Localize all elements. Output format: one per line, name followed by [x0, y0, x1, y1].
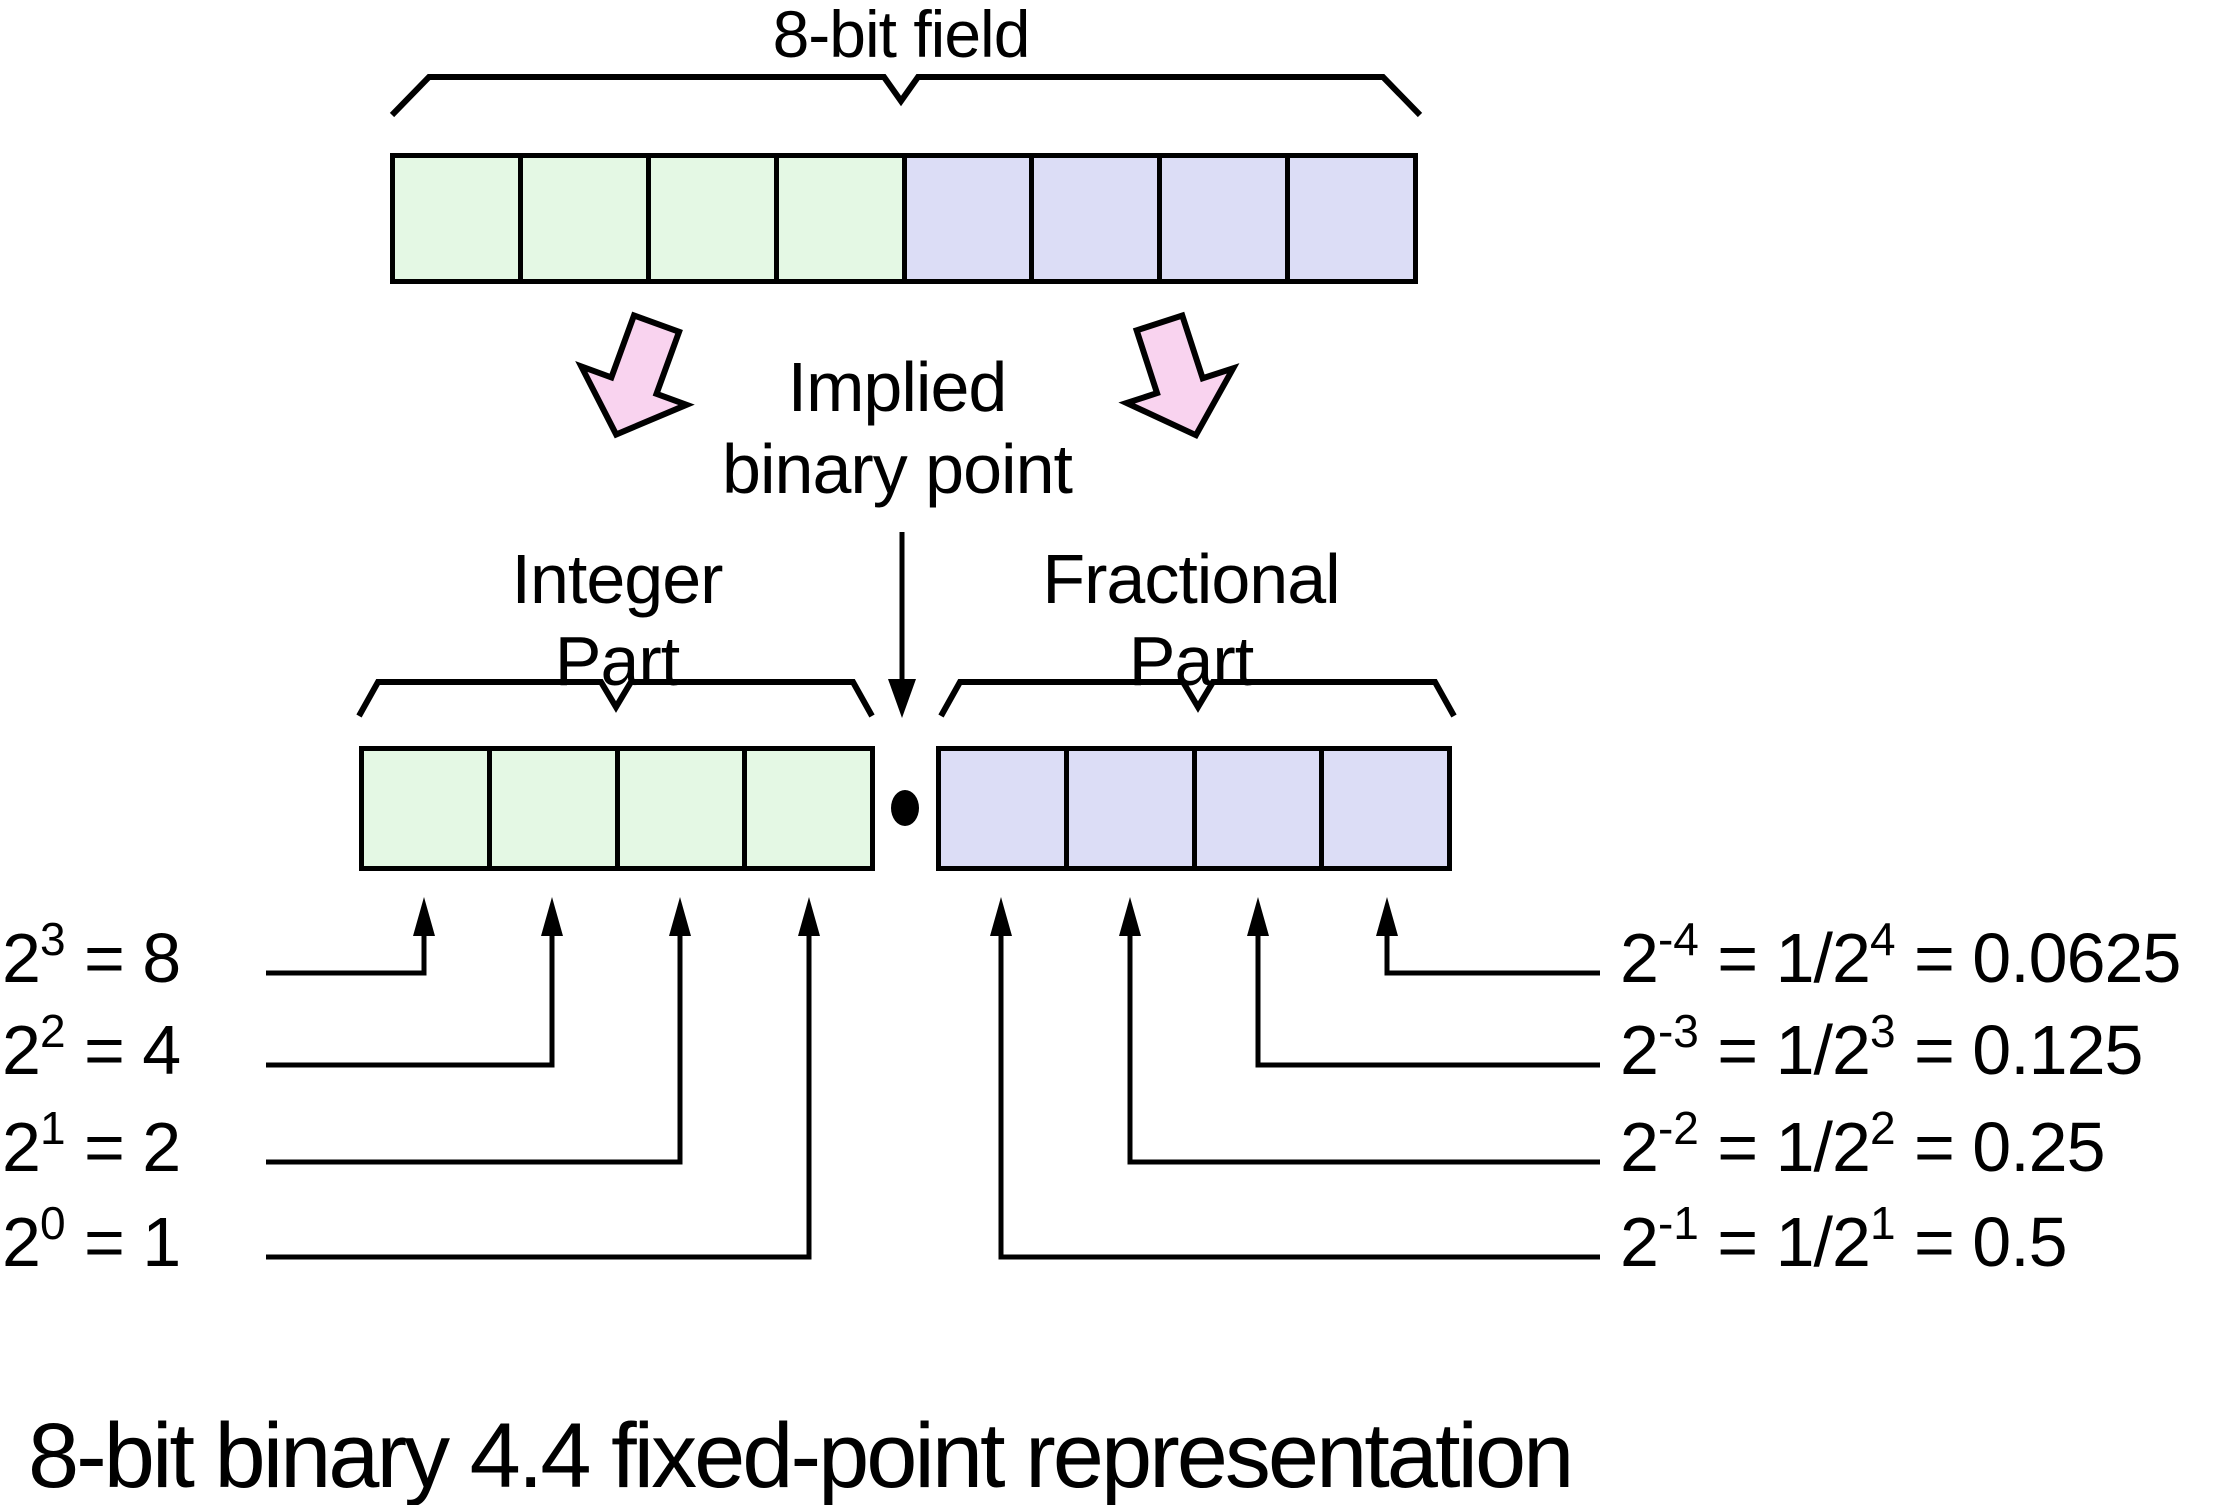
integer-weight-8: 23 = 8	[2, 913, 181, 997]
caption: 8-bit binary 4.4 fixed-point representat…	[28, 1405, 1574, 1505]
bit-cell-fractional	[1034, 158, 1158, 279]
fractional-part-label: Fractional Part	[1042, 540, 1340, 700]
integer-weight-2: 21 = 2	[2, 1102, 181, 1186]
integer-part-row	[359, 746, 875, 871]
fractional-weight-125: 2-3 = 1/23 = 0.125	[1620, 1005, 2143, 1089]
bit-cell-integer	[650, 158, 774, 279]
bit-cell-integer	[364, 751, 487, 866]
fractional-part-row	[936, 746, 1452, 871]
bit-cell-integer	[747, 751, 870, 866]
binary-point-dot	[891, 790, 919, 826]
bit-cell-fractional	[941, 751, 1064, 866]
fractional-weight-0625: 2-4 = 1/24 = 0.0625	[1620, 913, 2181, 997]
bit-cell-integer	[522, 158, 646, 279]
bit-cell-fractional	[906, 158, 1030, 279]
split-arrow-left-icon	[575, 311, 695, 439]
integer-weight-1: 20 = 1	[2, 1197, 181, 1281]
implied-line1: Implied	[787, 348, 1008, 426]
integer-part-brace	[356, 679, 875, 718]
bit-cell-integer	[395, 158, 518, 279]
fractional-weight-arrowheads	[990, 897, 1398, 936]
top-bit-field-row	[390, 153, 1418, 284]
field-title: 8-bit field	[772, 0, 1031, 71]
fractional-weight-5: 2-1 = 1/21 = 0.5	[1620, 1197, 2068, 1281]
binary-point-arrow	[888, 532, 916, 718]
split-arrow-right-icon	[1118, 311, 1240, 440]
integer-weight-4: 22 = 4	[2, 1005, 181, 1089]
bit-cell-integer	[619, 751, 743, 866]
fractional-weight-leaders	[998, 934, 1600, 1260]
top-field-brace	[389, 74, 1423, 118]
bit-cell-fractional	[1324, 751, 1447, 866]
bit-cell-fractional	[1068, 751, 1192, 866]
bit-cell-integer	[491, 751, 615, 866]
integer-weight-arrowheads	[413, 897, 820, 936]
bit-cell-fractional	[1290, 158, 1413, 279]
implied-binary-point-label: Implied binary point	[722, 346, 1073, 510]
integer-part-label: Integer Part	[511, 540, 724, 700]
bit-cell-fractional	[1162, 158, 1286, 279]
implied-line2: binary point	[722, 430, 1073, 508]
integer-weight-leaders	[266, 934, 812, 1260]
fractional-part-brace	[938, 679, 1457, 718]
bit-cell-fractional	[1196, 751, 1320, 866]
fractional-weight-25: 2-2 = 1/22 = 0.25	[1620, 1102, 2106, 1186]
bit-cell-integer	[778, 158, 902, 279]
